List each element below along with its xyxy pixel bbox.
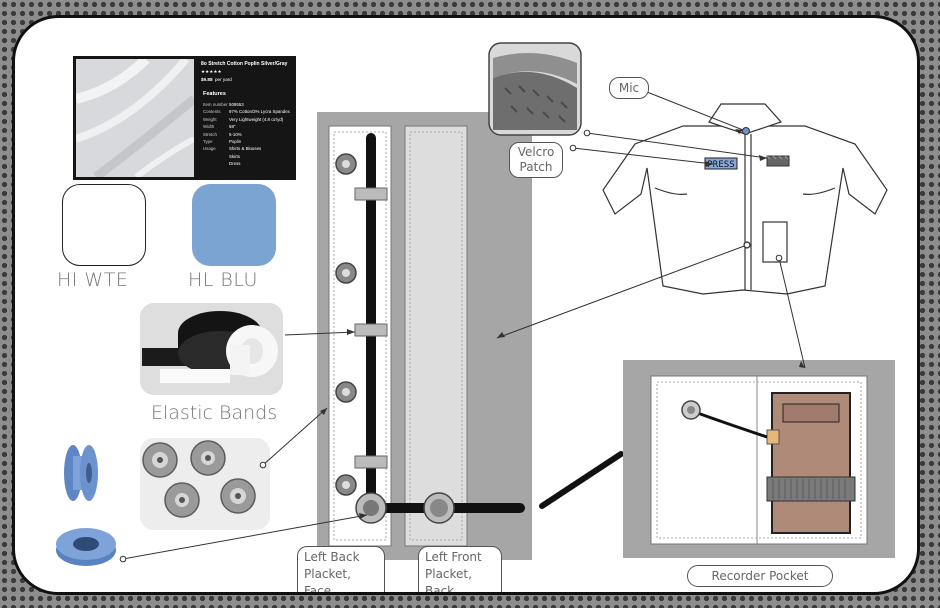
fabric-feature-value: 97% Cotton/3% Lycra Spandex [229, 109, 290, 115]
swatch-hi-white-label: HI WTE [57, 269, 129, 291]
fabric-feature-value: 509553 [229, 102, 244, 107]
fabric-feature-row: Skirts [203, 153, 293, 160]
fabric-feature-row: Type Poplin [203, 138, 293, 145]
jacket-sketch-icon [602, 103, 888, 295]
swatch-hl-blue [192, 184, 276, 266]
fabric-feature-key: Usage [203, 146, 216, 152]
left-front-callout: Left Front Placket, Back [418, 546, 502, 595]
swatch-hl-blue-label: HL BLU [188, 269, 258, 291]
diagram-layer: PRESS [119, 42, 895, 563]
velcro-patch-callout: Velcro Patch [509, 142, 563, 178]
fabric-product-card: 8o Stretch Cotton Poplin Silver/Gray ★★★… [73, 56, 296, 180]
fabric-feature-key: Stretch [203, 131, 217, 137]
velcro-label-line1: Velcro [517, 145, 555, 159]
left-back-line1: Left Back [304, 550, 360, 564]
design-board: 8o Stretch Cotton Poplin Silver/Gray ★★★… [12, 15, 920, 595]
fabric-swatch-photo [76, 59, 194, 177]
left-back-line2: Placket, Face [304, 567, 351, 595]
fabric-feature-row: Usage Shirts & Blouses [203, 145, 293, 152]
elastic-clip-icons [354, 187, 388, 469]
fabric-features-heading: Features [203, 91, 226, 97]
callout-lines [122, 91, 806, 560]
fabric-feature-key: Weight [203, 116, 217, 122]
fabric-feature-value: Poplin [229, 139, 242, 144]
fabric-feature-row: Width 58" [203, 123, 293, 130]
left-front-line2: Placket, Back [425, 567, 472, 595]
fabric-feature-row: Weight Very Lightweight (4.8 oz/yd) [203, 116, 293, 123]
recorder-strap [766, 476, 856, 502]
fabric-feature-value: 5-10% [229, 131, 242, 137]
recorder-pocket-callout: Recorder Pocket [687, 565, 833, 587]
fabric-feature-value: Shirts & Blouses [229, 146, 262, 152]
velcro-patch-icon [766, 155, 790, 167]
mic-icon [742, 127, 750, 135]
fabric-feature-row: Dress [203, 160, 293, 167]
fabric-feature-value: Very Lightweight (4.8 oz/yd) [229, 116, 284, 122]
fabric-feature-value: 58" [229, 124, 236, 130]
elastic-bands-label: Elastic Bands [151, 402, 278, 424]
fabric-feature-value: Dress [229, 161, 241, 167]
left-front-line1: Left Front [425, 550, 482, 564]
fabric-title: 8o Stretch Cotton Poplin Silver/Gray [201, 61, 288, 67]
fabric-feature-row: Stretch 5-10% [203, 131, 293, 138]
swatch-hi-white [62, 184, 146, 266]
mic-label: Mic [618, 81, 640, 95]
fabric-feature-key: Item number [203, 102, 228, 107]
elastic-bands-photo [140, 303, 283, 395]
fabric-feature-key: Type [203, 139, 213, 144]
recorder-pocket-label: Recorder Pocket [711, 569, 809, 583]
snap-button-icons [140, 438, 270, 530]
blue-spool-icon [64, 445, 98, 501]
mic-callout: Mic [609, 77, 649, 99]
fabric-price: $9.88 [201, 77, 213, 82]
fabric-stars: ★★★★★ [201, 69, 222, 74]
fabric-feature-key: Contents [203, 109, 221, 115]
blue-grommet-icon [56, 528, 116, 566]
fabric-feature-value: Skirts [229, 153, 240, 159]
fabric-feature-key: Width [203, 124, 215, 130]
cable-connector [539, 451, 624, 509]
left-back-callout: Left Back Placket, Face [297, 546, 385, 595]
fabric-price-unit: per yard [215, 77, 232, 82]
velcro-label-line2: Patch [519, 160, 553, 174]
fabric-feature-row: Contents 97% Cotton/3% Lycra Spandex [203, 108, 293, 115]
press-badge-text: PRESS [707, 160, 734, 170]
elastic-roll-icon [140, 303, 283, 395]
velcro-photo [488, 42, 582, 136]
left-front-placket [404, 125, 468, 547]
blue-grommet-hardware [56, 445, 116, 566]
snap-buttons-photo [140, 438, 270, 530]
